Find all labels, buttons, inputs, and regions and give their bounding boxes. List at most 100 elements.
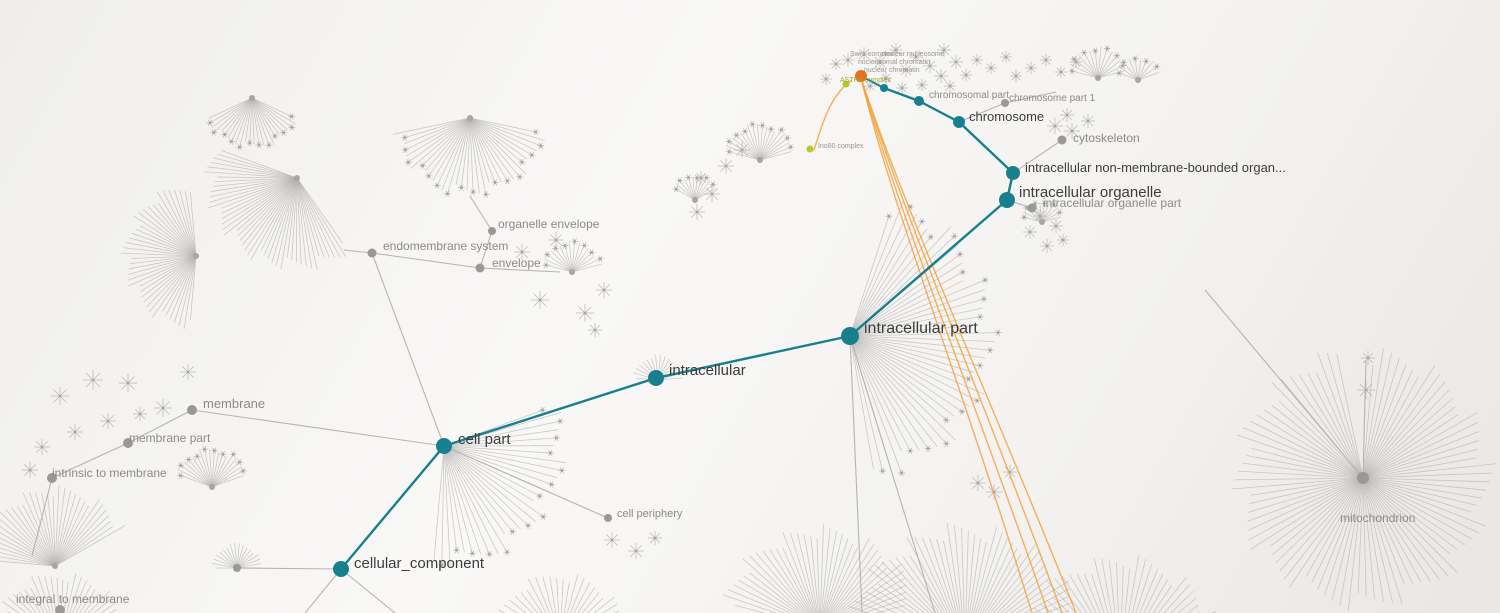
burst-node[interactable] <box>446 192 449 196</box>
burst-node[interactable] <box>1065 113 1069 117</box>
burst-node[interactable] <box>1070 129 1074 133</box>
burst-node[interactable] <box>1133 57 1137 60</box>
burst-node[interactable] <box>558 419 562 423</box>
burst-node[interactable] <box>958 252 962 256</box>
burst-node[interactable] <box>505 550 509 554</box>
burst-node[interactable] <box>541 515 545 519</box>
burst-node[interactable] <box>978 364 982 368</box>
burst-node[interactable] <box>1121 64 1125 68</box>
cluster-center[interactable] <box>294 175 300 181</box>
burst-node[interactable] <box>1038 214 1042 218</box>
burst-node[interactable] <box>1025 206 1028 210</box>
burst-node[interactable] <box>900 86 904 90</box>
highlight-node-intracellular[interactable] <box>648 370 664 386</box>
term-node[interactable] <box>1027 203 1037 213</box>
burst-node[interactable] <box>560 469 564 472</box>
burst-node[interactable] <box>106 419 110 423</box>
burst-node[interactable] <box>427 174 431 178</box>
node-label-cell-part[interactable]: cell part <box>458 431 511 448</box>
burst-node[interactable] <box>1022 215 1026 219</box>
term-node[interactable] <box>475 263 485 273</box>
burst-node[interactable] <box>290 115 293 118</box>
burst-node[interactable] <box>735 133 738 137</box>
node-label-chromosome-part-1[interactable]: chromosome part 1 <box>1009 93 1096 104</box>
burst-node[interactable] <box>928 64 932 68</box>
highlight-node-intracellular-organelle[interactable] <box>999 192 1015 208</box>
burst-node[interactable] <box>996 331 1000 335</box>
burst-node[interactable] <box>590 251 593 254</box>
burst-node[interactable] <box>435 184 439 187</box>
burst-node[interactable] <box>1061 238 1065 242</box>
burst-node[interactable] <box>724 164 728 168</box>
burst-node[interactable] <box>58 394 62 398</box>
burst-node[interactable] <box>208 121 212 125</box>
burst-node[interactable] <box>518 175 522 179</box>
burst-node[interactable] <box>1144 59 1148 63</box>
term-node[interactable] <box>47 473 57 483</box>
burst-node[interactable] <box>538 298 542 302</box>
burst-node[interactable] <box>573 239 577 243</box>
burst-node[interactable] <box>1054 224 1058 228</box>
burst-node[interactable] <box>710 192 714 196</box>
cluster-center[interactable] <box>249 95 255 101</box>
burst-node[interactable] <box>493 181 497 184</box>
burst-node[interactable] <box>538 494 542 498</box>
burst-node[interactable] <box>989 66 993 70</box>
cluster-center[interactable] <box>692 197 698 203</box>
node-label-chromosomal-part[interactable]: chromosomal part <box>929 90 1010 101</box>
burst-node[interactable] <box>212 449 216 452</box>
burst-node[interactable] <box>900 471 903 475</box>
node-label-mitochondrion[interactable]: mitochondrion <box>1340 511 1416 525</box>
burst-node[interactable] <box>229 140 233 143</box>
burst-node[interactable] <box>961 270 965 274</box>
node-label-intracellular[interactable]: intracellular <box>669 362 746 379</box>
node-label-nucleosomal-chromatin[interactable]: nucleosomal chromatin <box>858 59 930 66</box>
term-node[interactable] <box>367 248 377 258</box>
term-node[interactable] <box>1057 135 1067 145</box>
burst-node[interactable] <box>582 244 586 247</box>
burst-node[interactable] <box>212 130 216 134</box>
burst-node[interactable] <box>520 250 524 254</box>
burst-node[interactable] <box>1366 356 1370 360</box>
burst-node[interactable] <box>1155 65 1159 68</box>
term-node[interactable] <box>123 438 133 448</box>
burst-node[interactable] <box>554 246 557 250</box>
burst-node[interactable] <box>593 328 597 332</box>
burst-node[interactable] <box>1053 124 1057 128</box>
burst-node[interactable] <box>711 183 715 186</box>
burst-node[interactable] <box>983 278 987 282</box>
burst-node[interactable] <box>674 187 678 191</box>
burst-node[interactable] <box>1058 210 1062 214</box>
node-label-cytoskeleton[interactable]: cytoskeleton <box>1073 131 1140 145</box>
burst-node[interactable] <box>545 253 549 256</box>
burst-node[interactable] <box>929 235 933 239</box>
burst-node[interactable] <box>1029 66 1033 70</box>
cluster-center[interactable] <box>52 563 58 569</box>
burst-node[interactable] <box>834 62 838 66</box>
burst-node[interactable] <box>403 136 407 140</box>
burst-node[interactable] <box>257 143 261 147</box>
burst-node[interactable] <box>40 445 44 449</box>
burst-node[interactable] <box>91 378 95 382</box>
burst-node[interactable] <box>511 530 514 534</box>
node-label-envelope[interactable]: envelope <box>492 256 541 270</box>
burst-node[interactable] <box>1028 230 1032 234</box>
burst-node[interactable] <box>920 83 924 87</box>
burst-node[interactable] <box>868 84 872 88</box>
burst-node[interactable] <box>786 136 789 140</box>
node-label-organelle-envelope[interactable]: organelle envelope <box>498 217 600 231</box>
node-label-intrinsic-to-membrane[interactable]: intrinsic to membrane <box>52 466 167 480</box>
highlight-node-cell-part[interactable] <box>436 438 452 454</box>
burst-node[interactable] <box>743 129 747 133</box>
burst-node[interactable] <box>1052 203 1056 206</box>
burst-node[interactable] <box>975 399 979 403</box>
cluster-center[interactable] <box>757 157 763 163</box>
node-label-membrane-part[interactable]: membrane part <box>129 431 211 445</box>
cluster-center[interactable] <box>209 484 215 490</box>
burst-node[interactable] <box>908 449 912 453</box>
burst-node[interactable] <box>161 406 165 410</box>
burst-node[interactable] <box>942 48 946 52</box>
burst-node[interactable] <box>1014 74 1018 78</box>
burst-node[interactable] <box>1045 244 1049 248</box>
burst-node[interactable] <box>954 60 958 64</box>
